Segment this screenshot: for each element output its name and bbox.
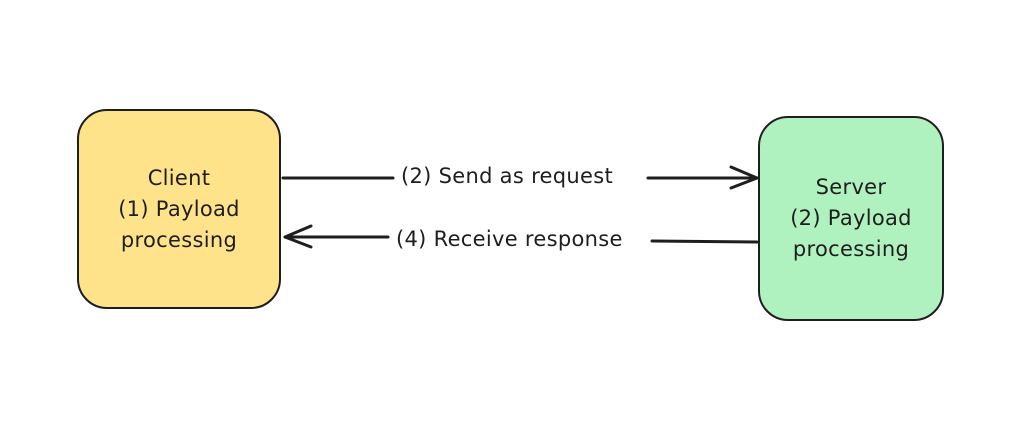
- server-node[interactable]: Server (2) Payload processing: [758, 116, 944, 321]
- client-node[interactable]: Client (1) Payload processing: [77, 109, 281, 309]
- request-arrowhead: [729, 165, 759, 190]
- response-arrow: [283, 224, 759, 249]
- response-edge-label: (4) Receive response: [392, 225, 627, 253]
- request-edge-label: (2) Send as request: [397, 162, 617, 190]
- client-title: Client: [147, 165, 211, 190]
- client-step-label: (1) Payload: [118, 196, 240, 221]
- response-arrowhead: [283, 224, 313, 249]
- server-step-label: (2) Payload: [790, 206, 912, 230]
- response-arrow-line-right: [650, 239, 759, 244]
- server-step-desc: processing: [792, 237, 910, 261]
- request-arrow: [281, 165, 759, 190]
- server-title: Server: [815, 175, 887, 199]
- client-step-desc: processing: [120, 227, 238, 252]
